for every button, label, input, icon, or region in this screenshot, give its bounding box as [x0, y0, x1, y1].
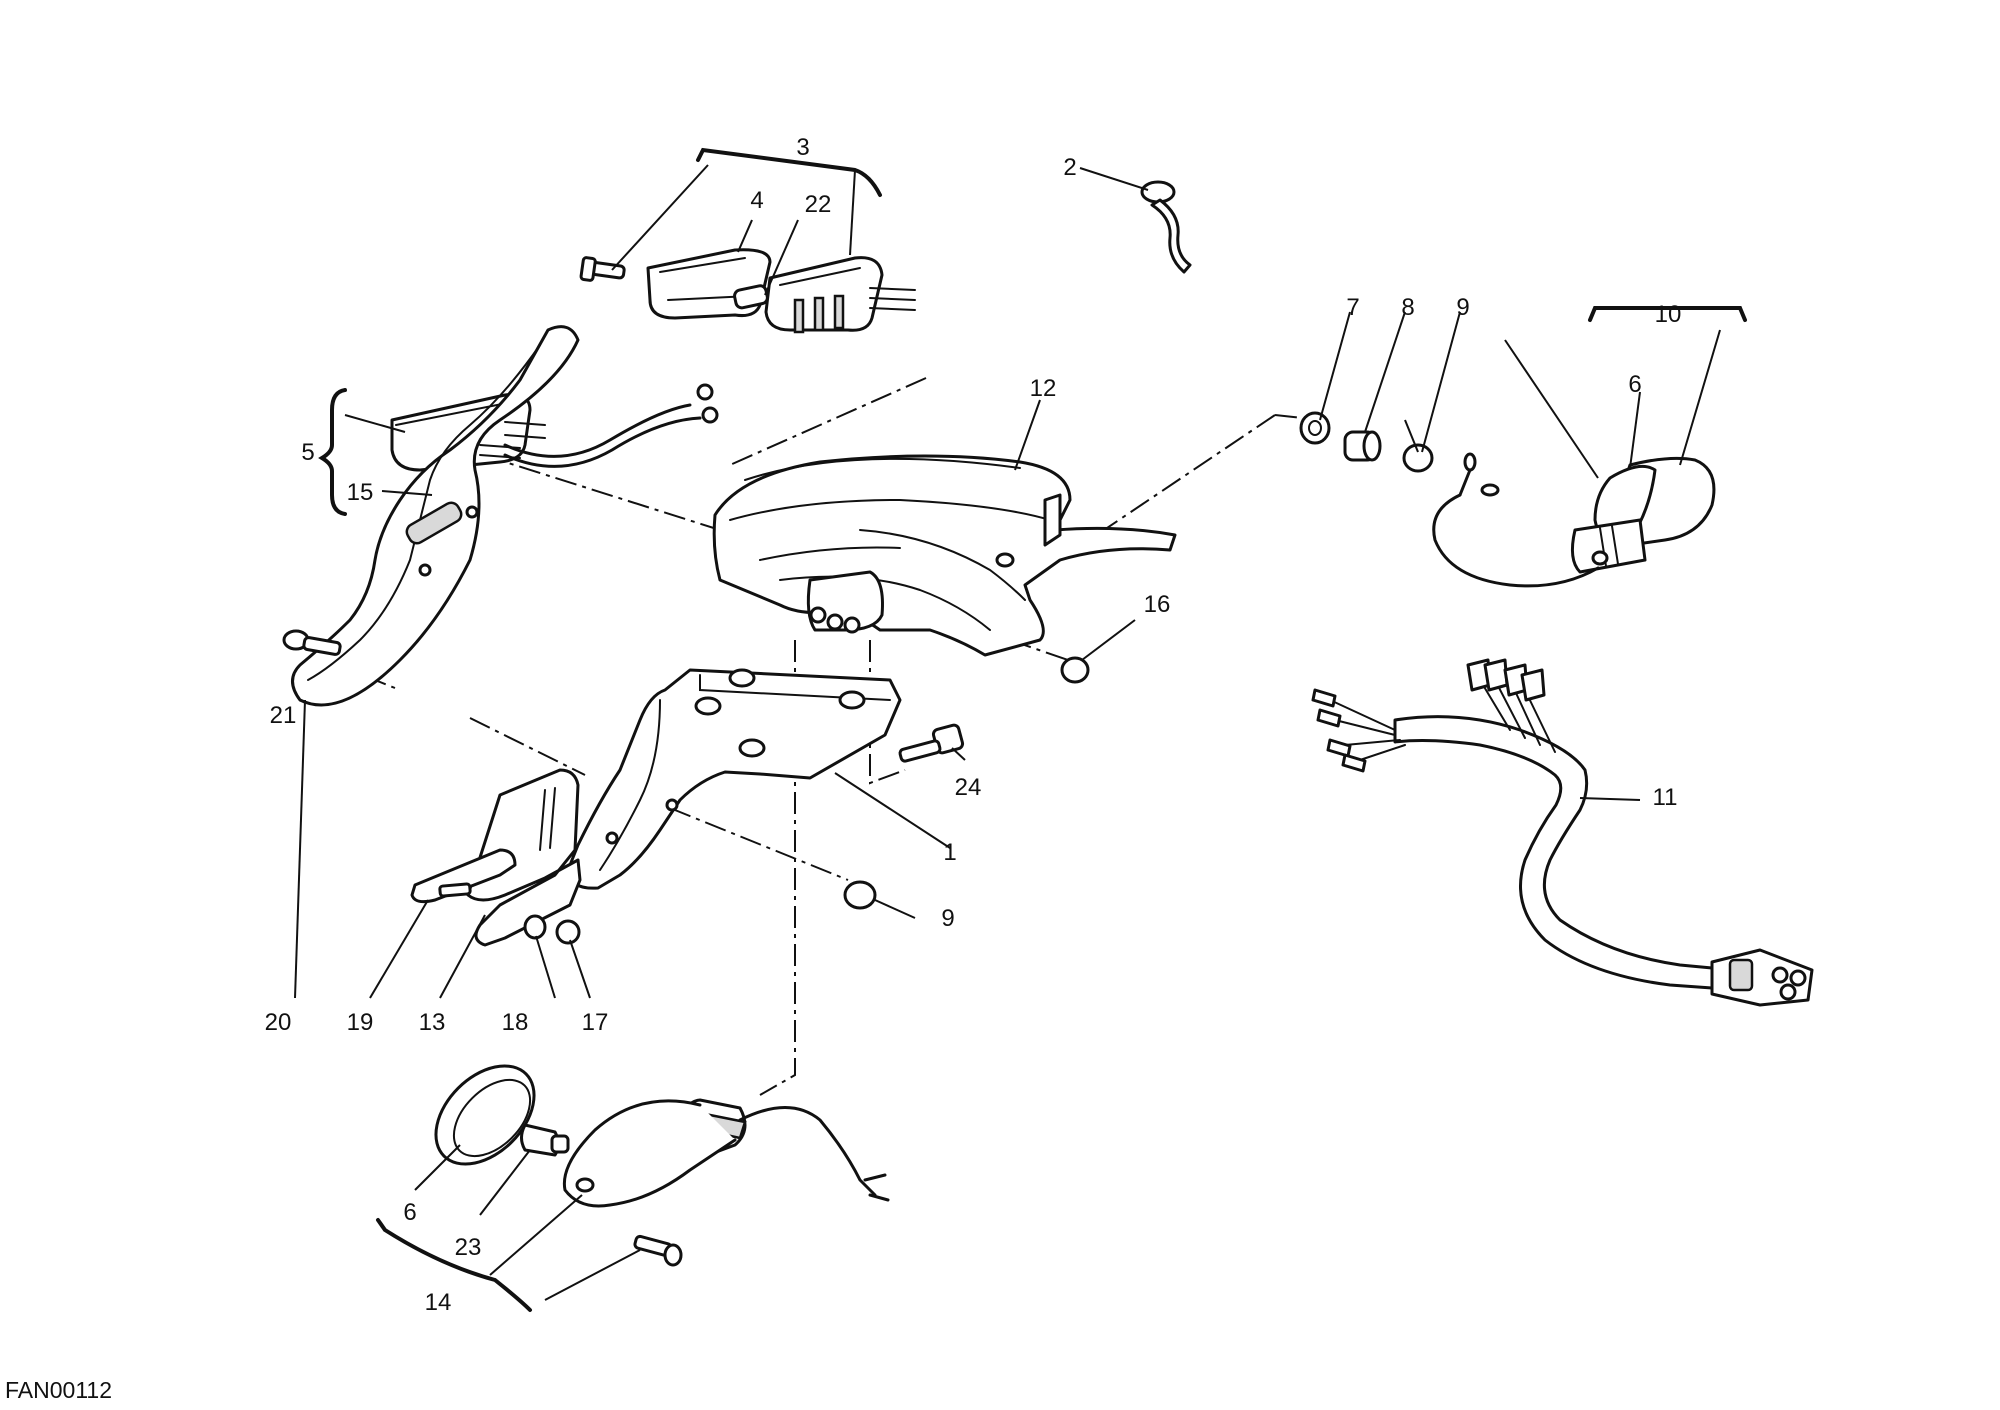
screw-part-2 [1140, 180, 1192, 274]
washer-part-18 [523, 914, 547, 940]
callout-11: 11 [1653, 784, 1678, 811]
spacer-part-8 [1343, 430, 1382, 462]
wiring-harness-part-11 [1311, 658, 1814, 1007]
plate-holder-part-19-13 [410, 768, 582, 947]
bulb-part-23 [520, 1123, 570, 1157]
figure-code: FAN00112 [5, 1377, 112, 1403]
callout-9-lower: 9 [941, 905, 954, 932]
rear-light-part-4 [646, 248, 772, 320]
callout-14: 14 [425, 1289, 452, 1316]
callout-3: 3 [796, 134, 809, 161]
callout-5: 5 [301, 439, 314, 466]
callout-10: 10 [1655, 301, 1682, 328]
leader-lines [294, 164, 1721, 1301]
callout-20: 20 [265, 1009, 292, 1036]
turn-indicator-part-10 [1432, 452, 1716, 588]
screw-part-14 [633, 1234, 683, 1267]
callout-6-lower: 6 [403, 1199, 416, 1226]
screw-part-21 [282, 629, 342, 656]
callout-17: 17 [582, 1009, 609, 1036]
turn-indicator-part-14 [562, 1098, 890, 1208]
callout-7: 7 [1346, 294, 1359, 321]
nut-part-9-upper [1402, 443, 1434, 473]
callout-1: 1 [943, 839, 956, 866]
bracket-part-1 [566, 668, 902, 890]
callout-12: 12 [1030, 375, 1057, 402]
callout-22: 22 [805, 191, 832, 218]
rear-light-housing-part-3 [764, 256, 916, 334]
callout-24: 24 [955, 774, 982, 801]
screw-part-3 [579, 256, 626, 282]
rear-mudguard-part-12 [712, 454, 1177, 657]
plate-holder-part-20 [291, 325, 580, 707]
callout-19: 19 [347, 1009, 374, 1036]
callout-2: 2 [1063, 154, 1076, 181]
callout-15: 15 [347, 479, 374, 506]
callout-4: 4 [750, 187, 763, 214]
callout-23: 23 [455, 1234, 482, 1261]
grommet-part-7 [1299, 411, 1331, 445]
lens-part-6-lower [434, 1064, 536, 1166]
callout-18: 18 [502, 1009, 529, 1036]
callout-21: 21 [270, 702, 297, 729]
callout-8: 8 [1401, 294, 1414, 321]
callout-13: 13 [419, 1009, 446, 1036]
nut-part-17 [555, 919, 581, 945]
nut-part-16 [1060, 656, 1090, 684]
callout-16: 16 [1144, 591, 1171, 618]
nut-part-9-lower [843, 880, 877, 910]
callout-labels: 1 2 3 4 5 6 7 8 9 10 6 11 12 13 14 15 16… [265, 134, 1682, 1316]
screw-part-24 [898, 723, 965, 763]
callout-6-upper: 6 [1628, 371, 1641, 398]
callout-9-upper: 9 [1456, 294, 1469, 321]
